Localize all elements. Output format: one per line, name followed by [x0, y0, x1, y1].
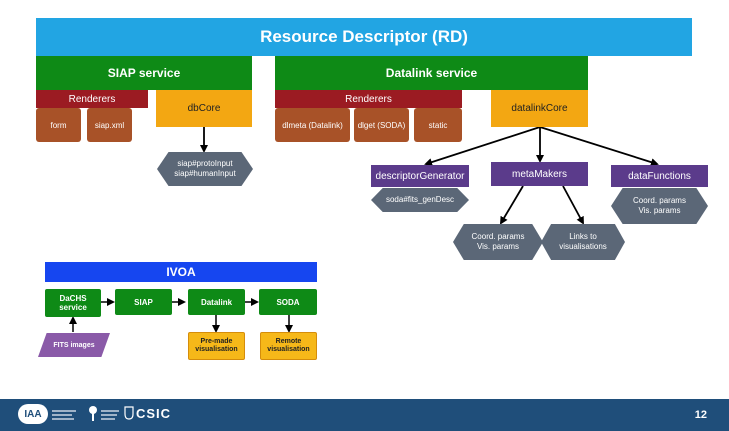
datalink-renderers-header: Renderers: [275, 90, 462, 108]
param-links-to: Links to: [569, 232, 597, 241]
descriptor-generator-params: soda#fits_genDesc: [371, 188, 469, 212]
siap-service-title: SIAP service: [107, 66, 181, 80]
param-visualisations: visualisations: [559, 242, 607, 251]
renderer-dlget: dlget (SODA): [354, 108, 409, 142]
dbcore-label: dbCore: [187, 103, 221, 114]
datalinkcore-label: datalinkCore: [511, 103, 568, 114]
resource-descriptor-box: Resource Descriptor (RD): [36, 18, 692, 56]
iaa-logo-text: IAA: [24, 408, 42, 420]
ivoa-siap: SIAP: [115, 289, 172, 315]
metamakers-label: metaMakers: [511, 168, 567, 180]
ivoa-fits-images-label: FITS images: [53, 341, 95, 349]
siap-param-humaninput: siap#humanInput: [174, 169, 236, 178]
datalink-service-box: Datalink service: [275, 56, 588, 90]
csic-logo: CSIC: [136, 406, 171, 421]
ivoa-datalink: Datalink: [188, 289, 245, 315]
renderer-siap-xml: siap.xml: [87, 108, 132, 142]
param-soda-fits-gendesc: soda#fits_genDesc: [385, 195, 455, 204]
ivoa-premade-visualisation: Pre-made visualisation: [188, 332, 245, 360]
metamakers-box: metaMakers: [491, 162, 588, 186]
ivoa-premade-visualisation-label: Pre-made visualisation: [195, 338, 238, 353]
param-coord-params: Coord. params: [471, 232, 525, 241]
ivoa-soda-label: SODA: [276, 297, 300, 307]
param-df-coord-params: Coord. params: [633, 196, 686, 205]
footer-bar: [0, 399, 729, 431]
ivoa-datalink-label: Datalink: [200, 297, 233, 307]
csic-crest-icon: [124, 406, 134, 420]
ivoa-soda: SODA: [259, 289, 317, 315]
datafunctions-box: dataFunctions: [611, 165, 708, 187]
metamakers-params-links: Links to visualisations: [541, 224, 625, 260]
ivoa-remote-visualisation: Remote visualisation: [260, 332, 317, 360]
ivoa-dachs-service: DaCHS service: [45, 289, 101, 317]
siap-renderers-label: Renderers: [68, 93, 116, 105]
arrow-core-descgen: [424, 126, 541, 166]
ivoa-header: IVOA: [45, 262, 317, 282]
param-vis-params: Vis. params: [476, 242, 520, 251]
arrow-metamakers-coord: [499, 185, 524, 225]
datafunctions-params: Coord. params Vis. params: [611, 188, 708, 224]
renderer-form-label: form: [50, 120, 67, 130]
dbcore-box: dbCore: [156, 90, 252, 127]
resource-descriptor-title: Resource Descriptor (RD): [260, 27, 468, 46]
ivoa-title: IVOA: [166, 265, 196, 279]
renderer-static: static: [414, 108, 462, 142]
siap-params-hexagon: siap#protoInput siap#humanInput: [157, 152, 253, 186]
renderer-dlmeta: dlmeta (Datalink): [275, 108, 350, 142]
renderer-form: form: [36, 108, 81, 142]
siap-renderers-header: Renderers: [36, 90, 148, 108]
renderer-static-label: static: [428, 120, 448, 130]
descriptor-generator-label: descriptorGenerator: [375, 170, 465, 182]
datalink-service-title: Datalink service: [385, 66, 478, 80]
page-number: 12: [694, 409, 707, 421]
renderer-siap-xml-label: siap.xml: [94, 120, 125, 130]
severo-ochoa-caption: [101, 408, 123, 420]
renderer-dlget-label: dlget (SODA): [357, 120, 406, 130]
param-df-vis-params: Vis. params: [638, 206, 681, 215]
ivoa-siap-label: SIAP: [134, 297, 153, 307]
renderer-dlmeta-label: dlmeta (Datalink): [282, 120, 343, 130]
iaa-logo-caption: [52, 408, 82, 420]
connector-arrows: [69, 126, 659, 333]
ivoa-dachs-service-label: DaCHS service: [59, 294, 87, 312]
severo-ochoa-icon: [88, 405, 98, 421]
datalink-renderers-label: Renderers: [345, 93, 392, 105]
ivoa-remote-visualisation-label: Remote visualisation: [267, 338, 310, 353]
arrow-core-datafunctions: [539, 126, 659, 167]
siap-service-box: SIAP service: [36, 56, 252, 90]
siap-param-protoinput: siap#protoInput: [177, 159, 233, 168]
descriptor-generator-box: descriptorGenerator: [371, 165, 469, 187]
ivoa-fits-images: FITS images: [38, 333, 110, 357]
csic-logo-text: CSIC: [136, 406, 172, 421]
iaa-logo: IAA: [18, 404, 48, 424]
datafunctions-label: dataFunctions: [628, 170, 691, 182]
datalinkcore-box: datalinkCore: [491, 90, 588, 127]
metamakers-params-coord: Coord. params Vis. params: [453, 224, 543, 260]
arrow-metamakers-links: [562, 185, 584, 225]
